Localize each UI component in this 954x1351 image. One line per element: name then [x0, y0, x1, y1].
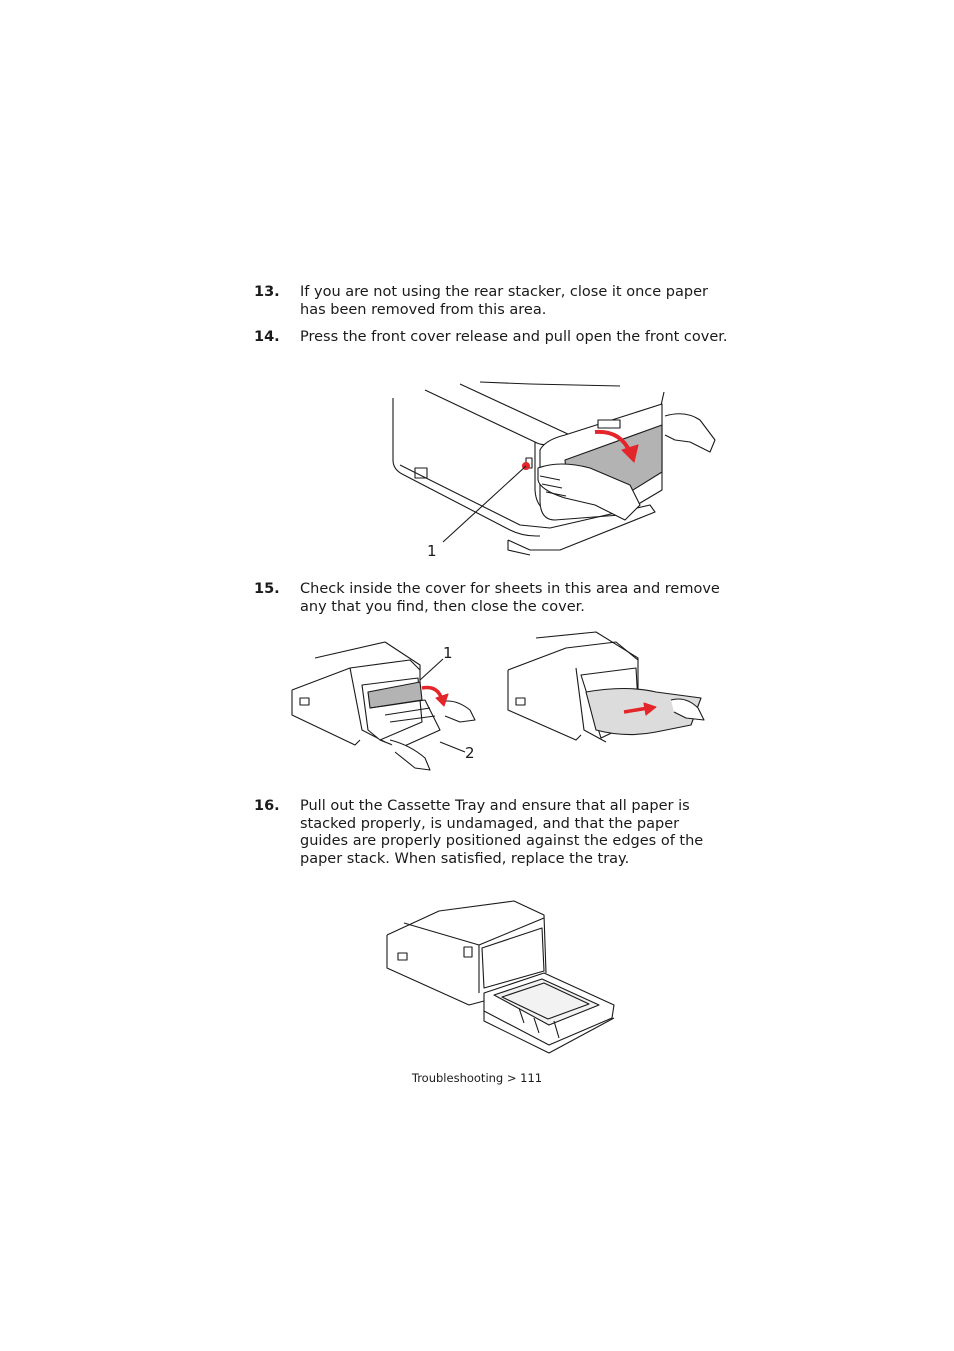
hand-right-icon [664, 413, 716, 453]
step-number: 13. [254, 284, 280, 300]
port-icon [463, 946, 473, 958]
step-number: 16. [254, 798, 280, 814]
hand-right-icon [439, 700, 476, 723]
step-text: Check inside the cover for sheets in thi… [300, 581, 720, 615]
hand-bottom-icon [389, 739, 431, 771]
figure-check-inside-cover: 1 2 [290, 630, 490, 775]
arrow-head-icon [435, 693, 449, 707]
port-icon [515, 697, 526, 706]
port-icon [397, 952, 408, 961]
figure-front-cover-release: 1 [390, 380, 725, 560]
hand-icon [670, 698, 705, 721]
figure-cassette-tray [384, 893, 619, 1054]
callout-label-1: 1 [443, 644, 453, 662]
step-number: 15. [254, 581, 280, 597]
port-icon [414, 467, 428, 479]
port-icon [299, 697, 310, 706]
step-number: 14. [254, 329, 280, 345]
hand-left-icon [537, 463, 641, 521]
callout-label-1: 1 [427, 542, 437, 560]
figure-remove-sheet [506, 630, 711, 745]
pull-direction-arrow-icon [623, 706, 649, 714]
callout-label-2: 2 [465, 744, 475, 762]
front-cover-handle-icon [597, 419, 621, 429]
step-text: If you are not using the rear stacker, c… [300, 284, 708, 318]
step-text: Press the front cover release and pull o… [300, 329, 728, 345]
arrow-head-icon [643, 702, 657, 716]
arrow-head-icon [621, 444, 639, 463]
step-text: Pull out the Cassette Tray and ensure th… [300, 798, 704, 867]
page-footer: Troubleshooting > 111 [411, 1071, 543, 1085]
